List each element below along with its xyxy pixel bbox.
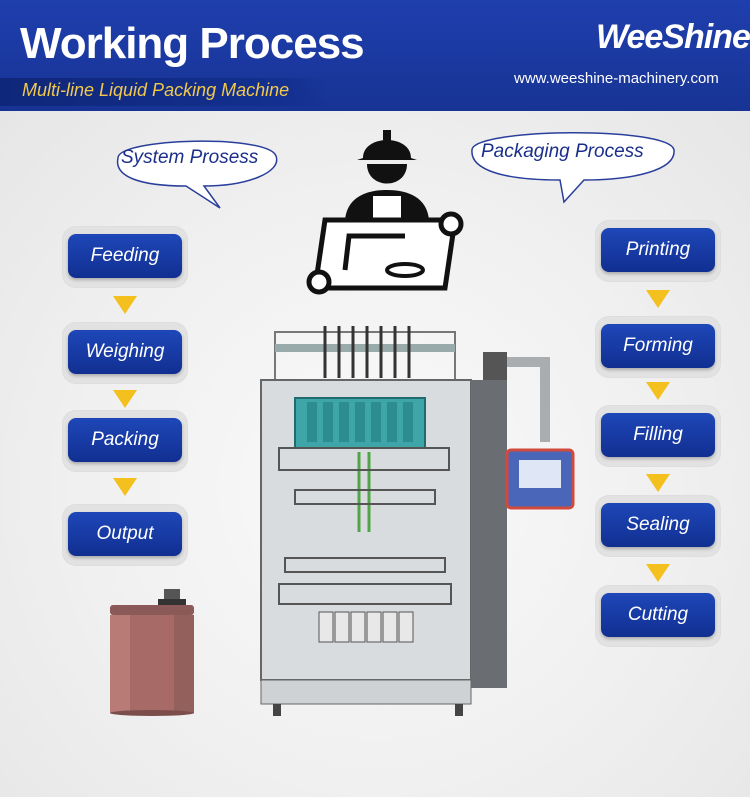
step-label-weighing: Weighing — [68, 330, 182, 374]
step-label-filling: Filling — [601, 413, 715, 457]
packaging-step-filling: Filling — [595, 405, 721, 467]
packaging-step-cutting: Cutting — [595, 585, 721, 647]
page-title: Working Process — [20, 19, 365, 68]
step-label-packing: Packing — [68, 418, 182, 462]
system-step-weighing: Weighing — [62, 322, 188, 384]
website-url: www.weeshine-machinery.com — [514, 70, 719, 87]
packaging-step-forming: Forming — [595, 316, 721, 378]
speech-bubble-right — [471, 132, 675, 204]
step-label-sealing: Sealing — [601, 503, 715, 547]
step-label-output: Output — [68, 512, 182, 556]
step-label-forming: Forming — [601, 324, 715, 368]
packaging-step-sealing: Sealing — [595, 495, 721, 557]
system-step-feeding: Feeding — [62, 226, 188, 288]
arrow-down-icon — [113, 296, 137, 314]
header-banner: Working Process Multi-line Liquid Packin… — [0, 0, 750, 111]
page-subtitle: Multi-line Liquid Packing Machine — [22, 80, 290, 100]
step-label-cutting: Cutting — [601, 593, 715, 637]
step-label-printing: Printing — [601, 228, 715, 272]
subtitle-strip — [0, 78, 330, 106]
arrow-down-icon — [646, 382, 670, 400]
system-step-packing: Packing — [62, 410, 188, 472]
arrow-down-icon — [646, 290, 670, 308]
step-label-feeding: Feeding — [68, 234, 182, 278]
packaging-step-printing: Printing — [595, 220, 721, 282]
speech-bubble-left — [116, 140, 278, 209]
bubble-text-system: System Prosess — [121, 147, 259, 168]
arrow-down-icon — [113, 478, 137, 496]
multi-lane-liquid-packing-machine — [260, 326, 575, 716]
liquid-drum-tank — [110, 589, 194, 716]
brand-logo: WeeShine — [596, 18, 750, 56]
arrow-down-icon — [113, 390, 137, 408]
engineer-with-blueprint-icon — [306, 130, 464, 295]
system-step-output: Output — [62, 504, 188, 566]
bubble-text-packaging: Packaging Process — [481, 141, 644, 162]
arrow-down-icon — [646, 474, 670, 492]
arrow-down-icon — [646, 564, 670, 582]
